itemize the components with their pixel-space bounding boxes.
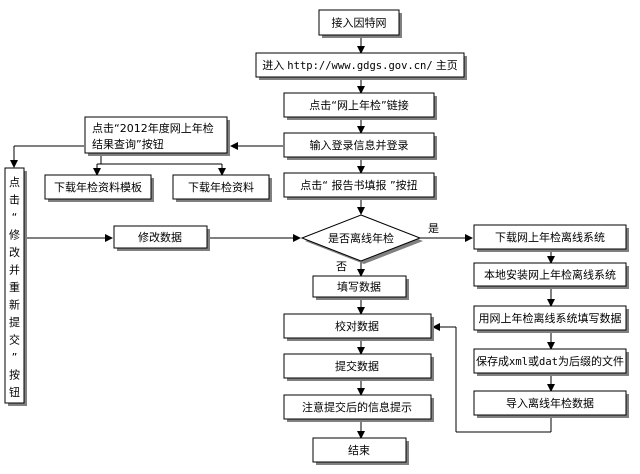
node-fill-with-offline-label: 用网上年检离线系统填写数据 bbox=[479, 311, 622, 325]
node-notice-prompt-label: 注意提交后的信息提示 bbox=[302, 400, 412, 414]
node-verify-data-label: 校对数据 bbox=[335, 319, 379, 333]
node-start-label: 接入因特网 bbox=[332, 16, 387, 30]
resubmit-char: “ bbox=[12, 211, 18, 224]
homepage-prefix: 进入 bbox=[262, 59, 284, 72]
resubmit-char: 按 bbox=[9, 368, 20, 382]
node-start: 接入因特网 bbox=[318, 9, 402, 38]
node-fill-with-offline: 用网上年检离线系统填写数据 bbox=[473, 305, 629, 333]
node-end-label: 结束 bbox=[348, 444, 370, 457]
node-end: 结束 bbox=[312, 437, 409, 465]
node-submit-data-label: 提交数据 bbox=[335, 359, 379, 373]
resubmit-char: 修 bbox=[9, 228, 20, 242]
resubmit-char: 交 bbox=[9, 333, 20, 347]
node-download-offline-system-label: 下载网上年检离线系统 bbox=[495, 230, 605, 244]
save-suffix: 为后缀的文件 bbox=[558, 354, 624, 368]
save-dat: dat bbox=[539, 356, 558, 368]
node-modify-data-label: 修改数据 bbox=[138, 230, 182, 244]
resubmit-char: 击 bbox=[9, 194, 20, 207]
node-download-offline-system: 下载网上年检离线系统 bbox=[473, 224, 629, 252]
node-click-report-label: 点击“ 报告书填报 ”按扭 bbox=[300, 178, 417, 192]
resubmit-char: 新 bbox=[9, 298, 20, 312]
node-submit-data: 提交数据 bbox=[283, 353, 434, 381]
resubmit-char: 钮 bbox=[9, 385, 20, 399]
resubmit-char: 改 bbox=[9, 245, 20, 259]
node-login: 输入登录信息并登录 bbox=[283, 132, 437, 160]
node-click-report: 点击“ 报告书填报 ”按扭 bbox=[283, 172, 437, 200]
node-import-offline-data: 导入离线年检数据 bbox=[473, 390, 629, 418]
node-download-template: 下载年检资料模板 bbox=[44, 174, 154, 202]
node-click-annual-check-label: 点击“网上年检”链接 bbox=[309, 98, 408, 112]
node-fill-data: 填写数据 bbox=[312, 275, 409, 300]
resubmit-char: ” bbox=[12, 351, 18, 364]
resubmit-char: 点 bbox=[9, 176, 20, 189]
node-download-template-label: 下载年检资料模板 bbox=[54, 180, 142, 194]
node-save-file-label: 保存成xml或dat为后缀的文件 bbox=[476, 354, 624, 368]
node-verify-data: 校对数据 bbox=[283, 313, 434, 341]
node-query-2012: 点击“2012年度网上年检 结果查询”按钮 bbox=[84, 116, 230, 156]
decision-no-label: 否 bbox=[336, 260, 347, 273]
node-decision: 是否离线年检 bbox=[300, 214, 423, 264]
node-query-2012-line1: 点击“2012年度网上年检 bbox=[92, 121, 214, 135]
resubmit-char: 并 bbox=[9, 263, 20, 277]
node-login-label: 输入登录信息并登录 bbox=[310, 138, 409, 152]
save-xml: xml bbox=[509, 356, 528, 368]
node-query-2012-line2: 结果查询”按钮 bbox=[92, 137, 164, 151]
resubmit-char: 提 bbox=[9, 316, 20, 329]
decision-yes-label: 是 bbox=[428, 222, 439, 235]
node-download-materials-label: 下载年检资料 bbox=[188, 180, 254, 194]
node-notice-prompt: 注意提交后的信息提示 bbox=[283, 394, 434, 422]
node-import-offline-data-label: 导入离线年检数据 bbox=[506, 396, 594, 410]
node-fill-data-label: 填写数据 bbox=[337, 280, 381, 294]
node-save-file: 保存成xml或dat为后缀的文件 bbox=[473, 348, 629, 376]
homepage-suffix: 主页 bbox=[436, 59, 458, 72]
save-prefix: 保存成 bbox=[476, 354, 509, 368]
resubmit-char: 重 bbox=[9, 280, 20, 294]
homepage-url: http://www.gdgs.gov.cn/ bbox=[287, 60, 432, 72]
node-install-offline-system: 本地安装网上年检离线系统 bbox=[473, 262, 629, 289]
connectors bbox=[10, 36, 555, 439]
node-install-offline-system-label: 本地安装网上年检离线系统 bbox=[484, 268, 616, 282]
node-modify-data: 修改数据 bbox=[113, 225, 210, 251]
node-download-materials: 下载年检资料 bbox=[172, 174, 272, 202]
node-click-annual-check: 点击“网上年检”链接 bbox=[283, 92, 437, 120]
save-or: 或 bbox=[528, 355, 539, 368]
node-decision-label: 是否离线年检 bbox=[328, 231, 394, 245]
